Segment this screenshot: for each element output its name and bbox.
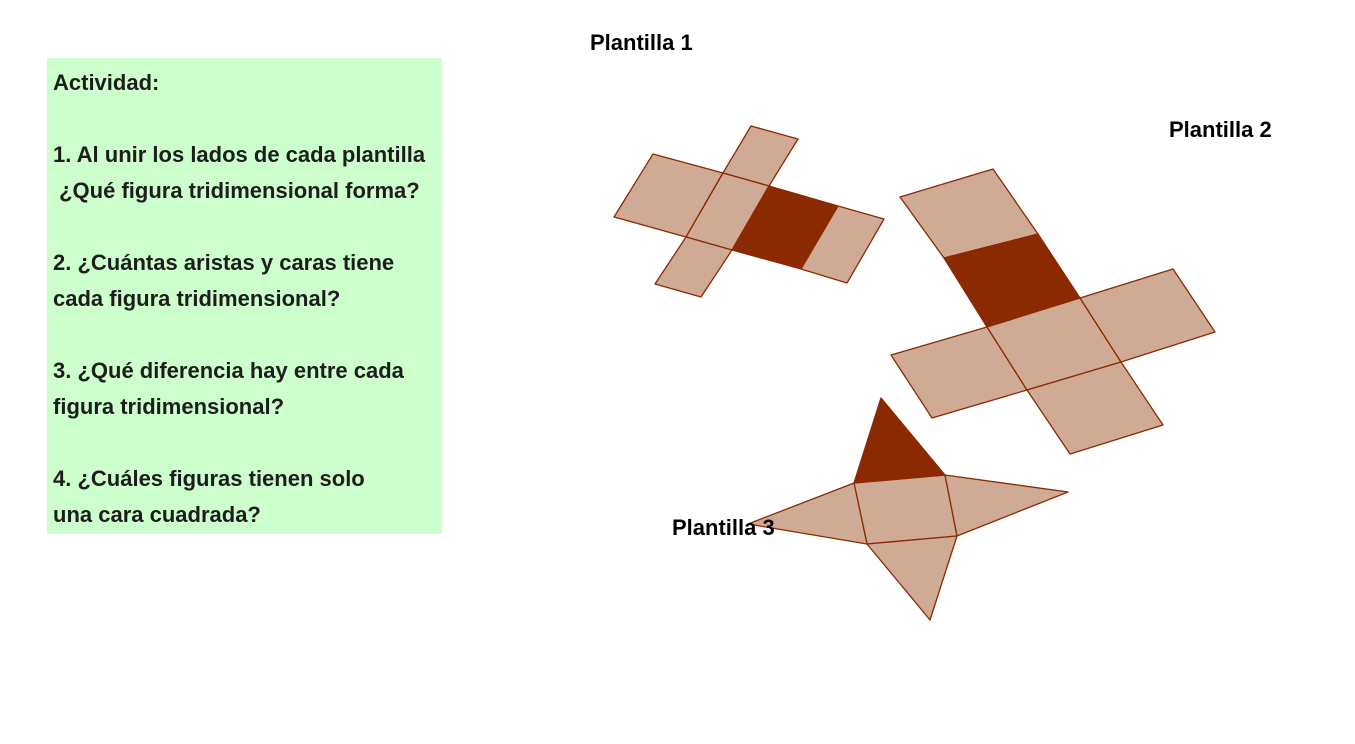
activity-question-line: figura tridimensional? (53, 394, 285, 419)
template-3-net (747, 397, 1069, 621)
net2-face-right (1079, 268, 1216, 363)
activity-question-line: ¿Qué figura tridimensional forma? (53, 178, 420, 203)
template-2-net (890, 168, 1216, 455)
net3-face-left (747, 482, 868, 545)
template-3-label: Plantilla 3 (672, 515, 775, 540)
net1-face-bottom (654, 236, 733, 298)
net3-face-bottom (866, 535, 958, 621)
activity-question-line: 1. Al unir los lados de cada plantilla (53, 142, 426, 167)
activity-question-line: cada figura tridimensional? (53, 286, 341, 311)
activity-question-line: 2. ¿Cuántas aristas y caras tiene (53, 250, 395, 275)
net3-face-highlight (853, 397, 946, 484)
net3-face-base (853, 474, 958, 545)
template-2-label: Plantilla 2 (1169, 117, 1272, 142)
activity-panel: Actividad: 1. Al unir los lados de cada p… (47, 58, 442, 534)
activity-question-line: una cara cuadrada? (53, 502, 261, 527)
net2-face-bottom (1026, 361, 1164, 455)
net1-face-right (800, 205, 885, 284)
activity-question-line: 3. ¿Qué diferencia hay entre cada (53, 358, 404, 383)
activity-title: Actividad: (53, 70, 160, 95)
template-1-net (613, 125, 885, 298)
net3-face-right (944, 474, 1069, 537)
activity-question-line: 4. ¿Cuáles figuras tienen solo (53, 466, 365, 491)
template-1-label: Plantilla 1 (590, 30, 693, 55)
